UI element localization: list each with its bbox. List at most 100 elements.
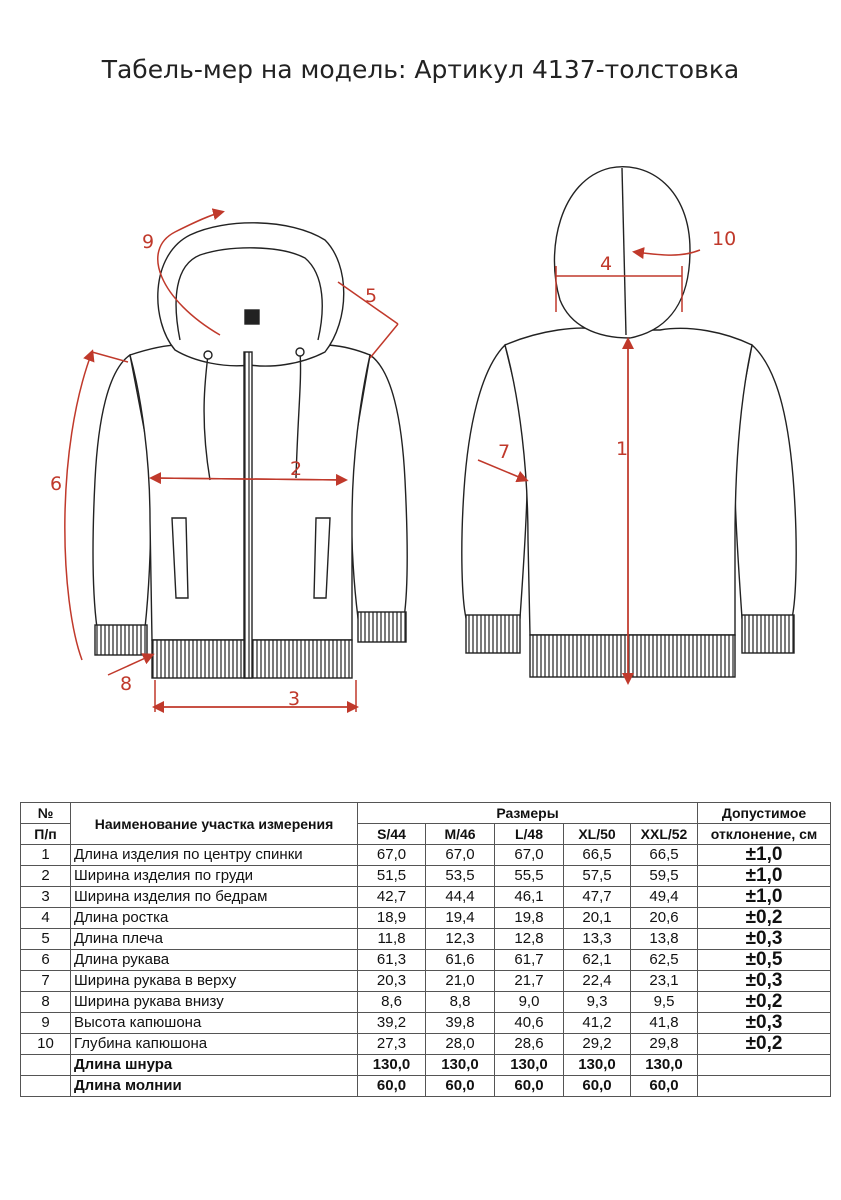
row-value: 130,0 [630,1054,698,1076]
back-view [461,166,797,678]
row-tolerance: ±0,3 [697,928,831,950]
row-value: 130,0 [357,1054,426,1076]
row-value: 12,8 [494,928,564,950]
row-number: 9 [20,1012,71,1034]
row-value: 60,0 [494,1075,564,1097]
col-num-header-2: П/п [20,823,71,845]
row-value: 61,3 [357,949,426,971]
row-value: 66,5 [563,844,631,866]
drawstring-right [295,351,302,479]
row-value: 62,1 [563,949,631,971]
row-value: 20,1 [563,907,631,929]
row-value: 62,5 [630,949,698,971]
hood-inner [175,247,323,341]
measurement-labels: 2 3 4 5 6 7 8 9 10 1 [50,228,736,710]
row-value: 61,6 [425,949,495,971]
measurement-lines [64,208,701,713]
row-value: 67,0 [357,844,426,866]
row-value: 60,0 [563,1075,631,1097]
row-value: 57,5 [563,865,631,887]
row-tolerance: ±0,3 [697,1012,831,1034]
tol-header: Допустимое [697,802,831,824]
row-value: 13,3 [563,928,631,950]
label-4: 4 [600,253,612,275]
size-col: M/46 [425,823,495,845]
row-value: 8,8 [425,991,495,1013]
row-name: Ширина изделия по груди [70,865,358,887]
row-value: 47,7 [563,886,631,908]
row-value: 60,0 [630,1075,698,1097]
row-tolerance: ±1,0 [697,886,831,908]
row-tolerance [697,1054,831,1076]
row-name: Длина плеча [70,928,358,950]
row-value: 42,7 [357,886,426,908]
row-value: 60,0 [357,1075,426,1097]
back-left-cuff [465,614,521,654]
row-value: 66,5 [630,844,698,866]
label-6: 6 [50,473,62,495]
row-value: 49,4 [630,886,698,908]
row-value: 53,5 [425,865,495,887]
row-value: 28,0 [425,1033,495,1055]
row-value: 130,0 [563,1054,631,1076]
drawstring-left [203,354,211,481]
row-name: Ширина рукава внизу [70,991,358,1013]
row-value: 9,3 [563,991,631,1013]
front-left-cuff [94,624,148,656]
row-tolerance: ±0,2 [697,1033,831,1055]
row-name: Длина молнии [70,1075,358,1097]
row-value: 20,6 [630,907,698,929]
front-hood [157,222,345,367]
row-name: Длина шнура [70,1054,358,1076]
row-tolerance: ±0,2 [697,991,831,1013]
page-title: Табель-мер на модель: Артикул 4137-толст… [101,55,740,84]
back-right-cuff [741,614,795,654]
row-value: 130,0 [494,1054,564,1076]
measurement-table: № Наименование участка измерения Размеры… [20,802,831,1097]
row-value: 18,9 [357,907,426,929]
row-value: 51,5 [357,865,426,887]
row-value: 8,6 [357,991,426,1013]
row-value: 11,8 [357,928,426,950]
zipper [243,351,253,679]
row-value: 39,2 [357,1012,426,1034]
label-8: 8 [120,673,132,695]
row-number [20,1075,71,1097]
label-7: 7 [498,441,510,463]
row-value: 9,0 [494,991,564,1013]
row-tolerance [697,1075,831,1097]
row-tolerance: ±0,5 [697,949,831,971]
row-value: 19,4 [425,907,495,929]
row-value: 21,0 [425,970,495,992]
label-10: 10 [712,228,736,250]
row-value: 61,7 [494,949,564,971]
row-tolerance: ±1,0 [697,844,831,866]
label-9: 9 [142,231,154,253]
row-value: 55,5 [494,865,564,887]
row-value: 60,0 [425,1075,495,1097]
row-name: Ширина рукава в верху [70,970,358,992]
row-value: 12,3 [425,928,495,950]
col-num-header: № [20,802,71,824]
pocket-right [313,517,331,599]
row-name: Длина изделия по центру спинки [70,844,358,866]
size-col: L/48 [494,823,564,845]
row-value: 21,7 [494,970,564,992]
row-value: 130,0 [425,1054,495,1076]
label-1: 1 [616,438,628,460]
row-value: 41,8 [630,1012,698,1034]
row-number: 3 [20,886,71,908]
row-tolerance: ±1,0 [697,865,831,887]
row-value: 19,8 [494,907,564,929]
row-name: Ширина изделия по бедрам [70,886,358,908]
